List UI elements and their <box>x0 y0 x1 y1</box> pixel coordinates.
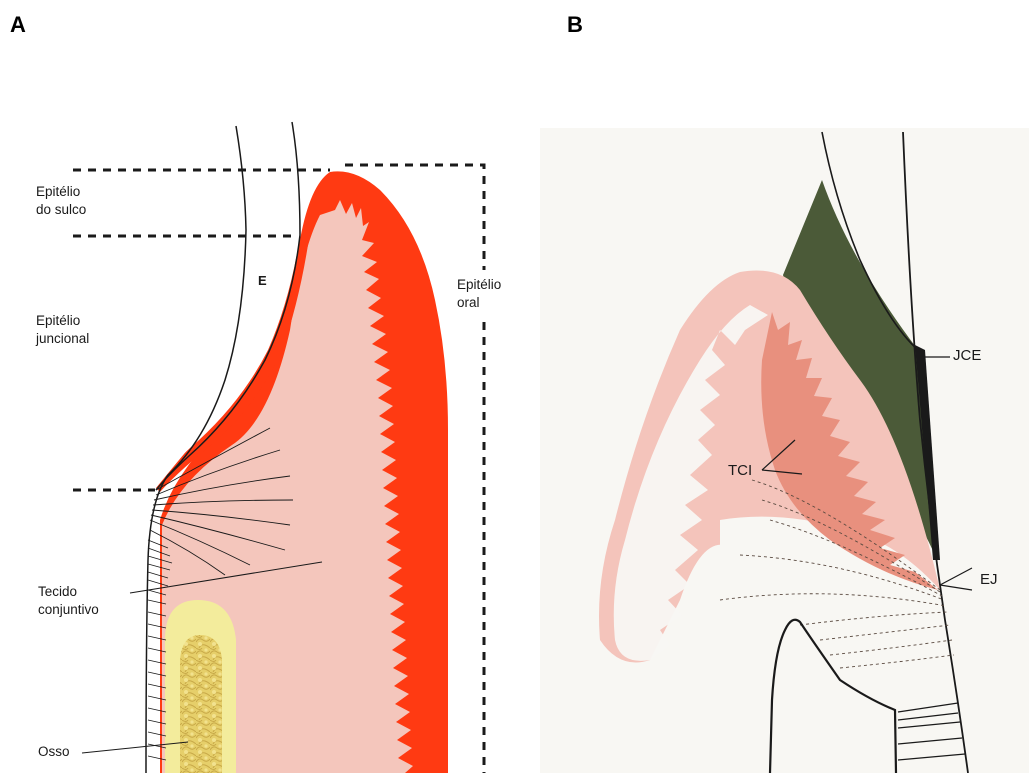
label-ej: EJ <box>980 571 998 588</box>
label-tci: TCI <box>728 462 752 479</box>
label-jce: JCE <box>953 347 981 364</box>
